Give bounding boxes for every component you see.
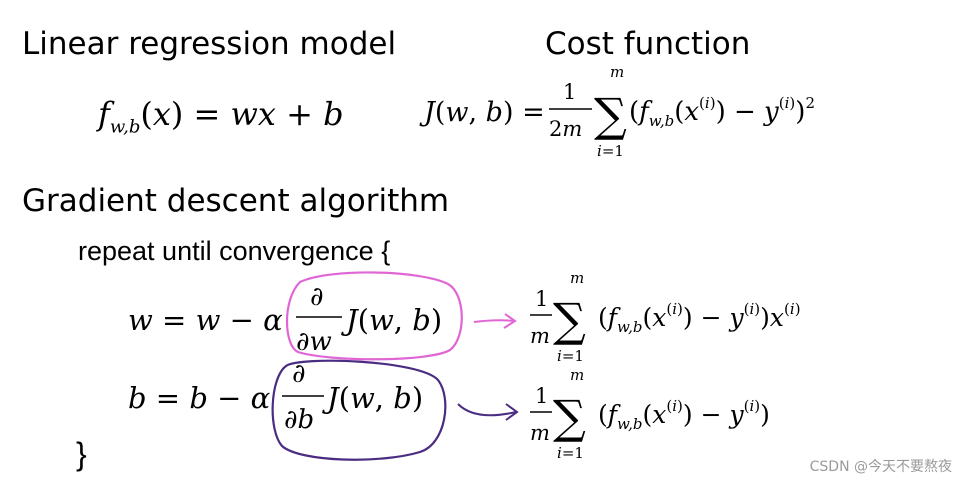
b-arrow — [457, 403, 517, 417]
svg-text:1: 1 — [535, 287, 548, 311]
svg-text:J(w, b): J(w, b) — [341, 303, 442, 337]
svg-text:i=1: i=1 — [597, 142, 624, 160]
svg-text:(fw,b(x(i)) − y(i)): (fw,b(x(i)) − y(i)) — [598, 397, 770, 433]
svg-text:∑: ∑ — [553, 293, 586, 347]
closing-brace: } — [76, 436, 87, 472]
svg-text:∂b: ∂b — [284, 405, 314, 435]
svg-text:J(w, b) =: J(w, b) = — [419, 97, 545, 128]
w-derivative-circle — [285, 271, 463, 361]
svg-text:m: m — [570, 366, 584, 384]
svg-text:1: 1 — [563, 80, 576, 104]
svg-text:∂: ∂ — [310, 282, 323, 312]
svg-text:2m: 2m — [549, 117, 582, 141]
svg-text:i=1: i=1 — [557, 444, 584, 462]
svg-text:m: m — [610, 63, 624, 81]
svg-text:i=1: i=1 — [557, 347, 584, 365]
svg-text:∑: ∑ — [553, 390, 586, 444]
heading-cost-function: Cost function — [545, 26, 751, 62]
svg-text:J(w, b): J(w, b) — [322, 381, 423, 415]
svg-text:(fw,b(x(i)) − y(i))x(i): (fw,b(x(i)) − y(i))x(i) — [598, 300, 801, 336]
b-derivative-circle — [271, 359, 447, 461]
watermark: CSDN @今天不要熬夜 — [809, 459, 952, 475]
heading-linear-regression-model: Linear regression model — [22, 26, 397, 62]
w-arrow — [473, 319, 515, 323]
repeat-until-convergence: repeat until convergence { — [78, 236, 391, 266]
svg-text:∑: ∑ — [594, 88, 627, 142]
model-formula: fw,b(x) = wx + b — [98, 95, 344, 138]
svg-text:b = b − α: b = b − α — [128, 381, 270, 415]
svg-text:m: m — [530, 324, 550, 348]
heading-gradient-descent: Gradient descent algorithm — [22, 183, 450, 219]
svg-text:w = w − α: w = w − α — [128, 303, 283, 337]
svg-text:∂: ∂ — [292, 359, 305, 389]
svg-text:1: 1 — [535, 384, 548, 408]
svg-text:m: m — [570, 269, 584, 287]
svg-text:m: m — [530, 421, 550, 445]
